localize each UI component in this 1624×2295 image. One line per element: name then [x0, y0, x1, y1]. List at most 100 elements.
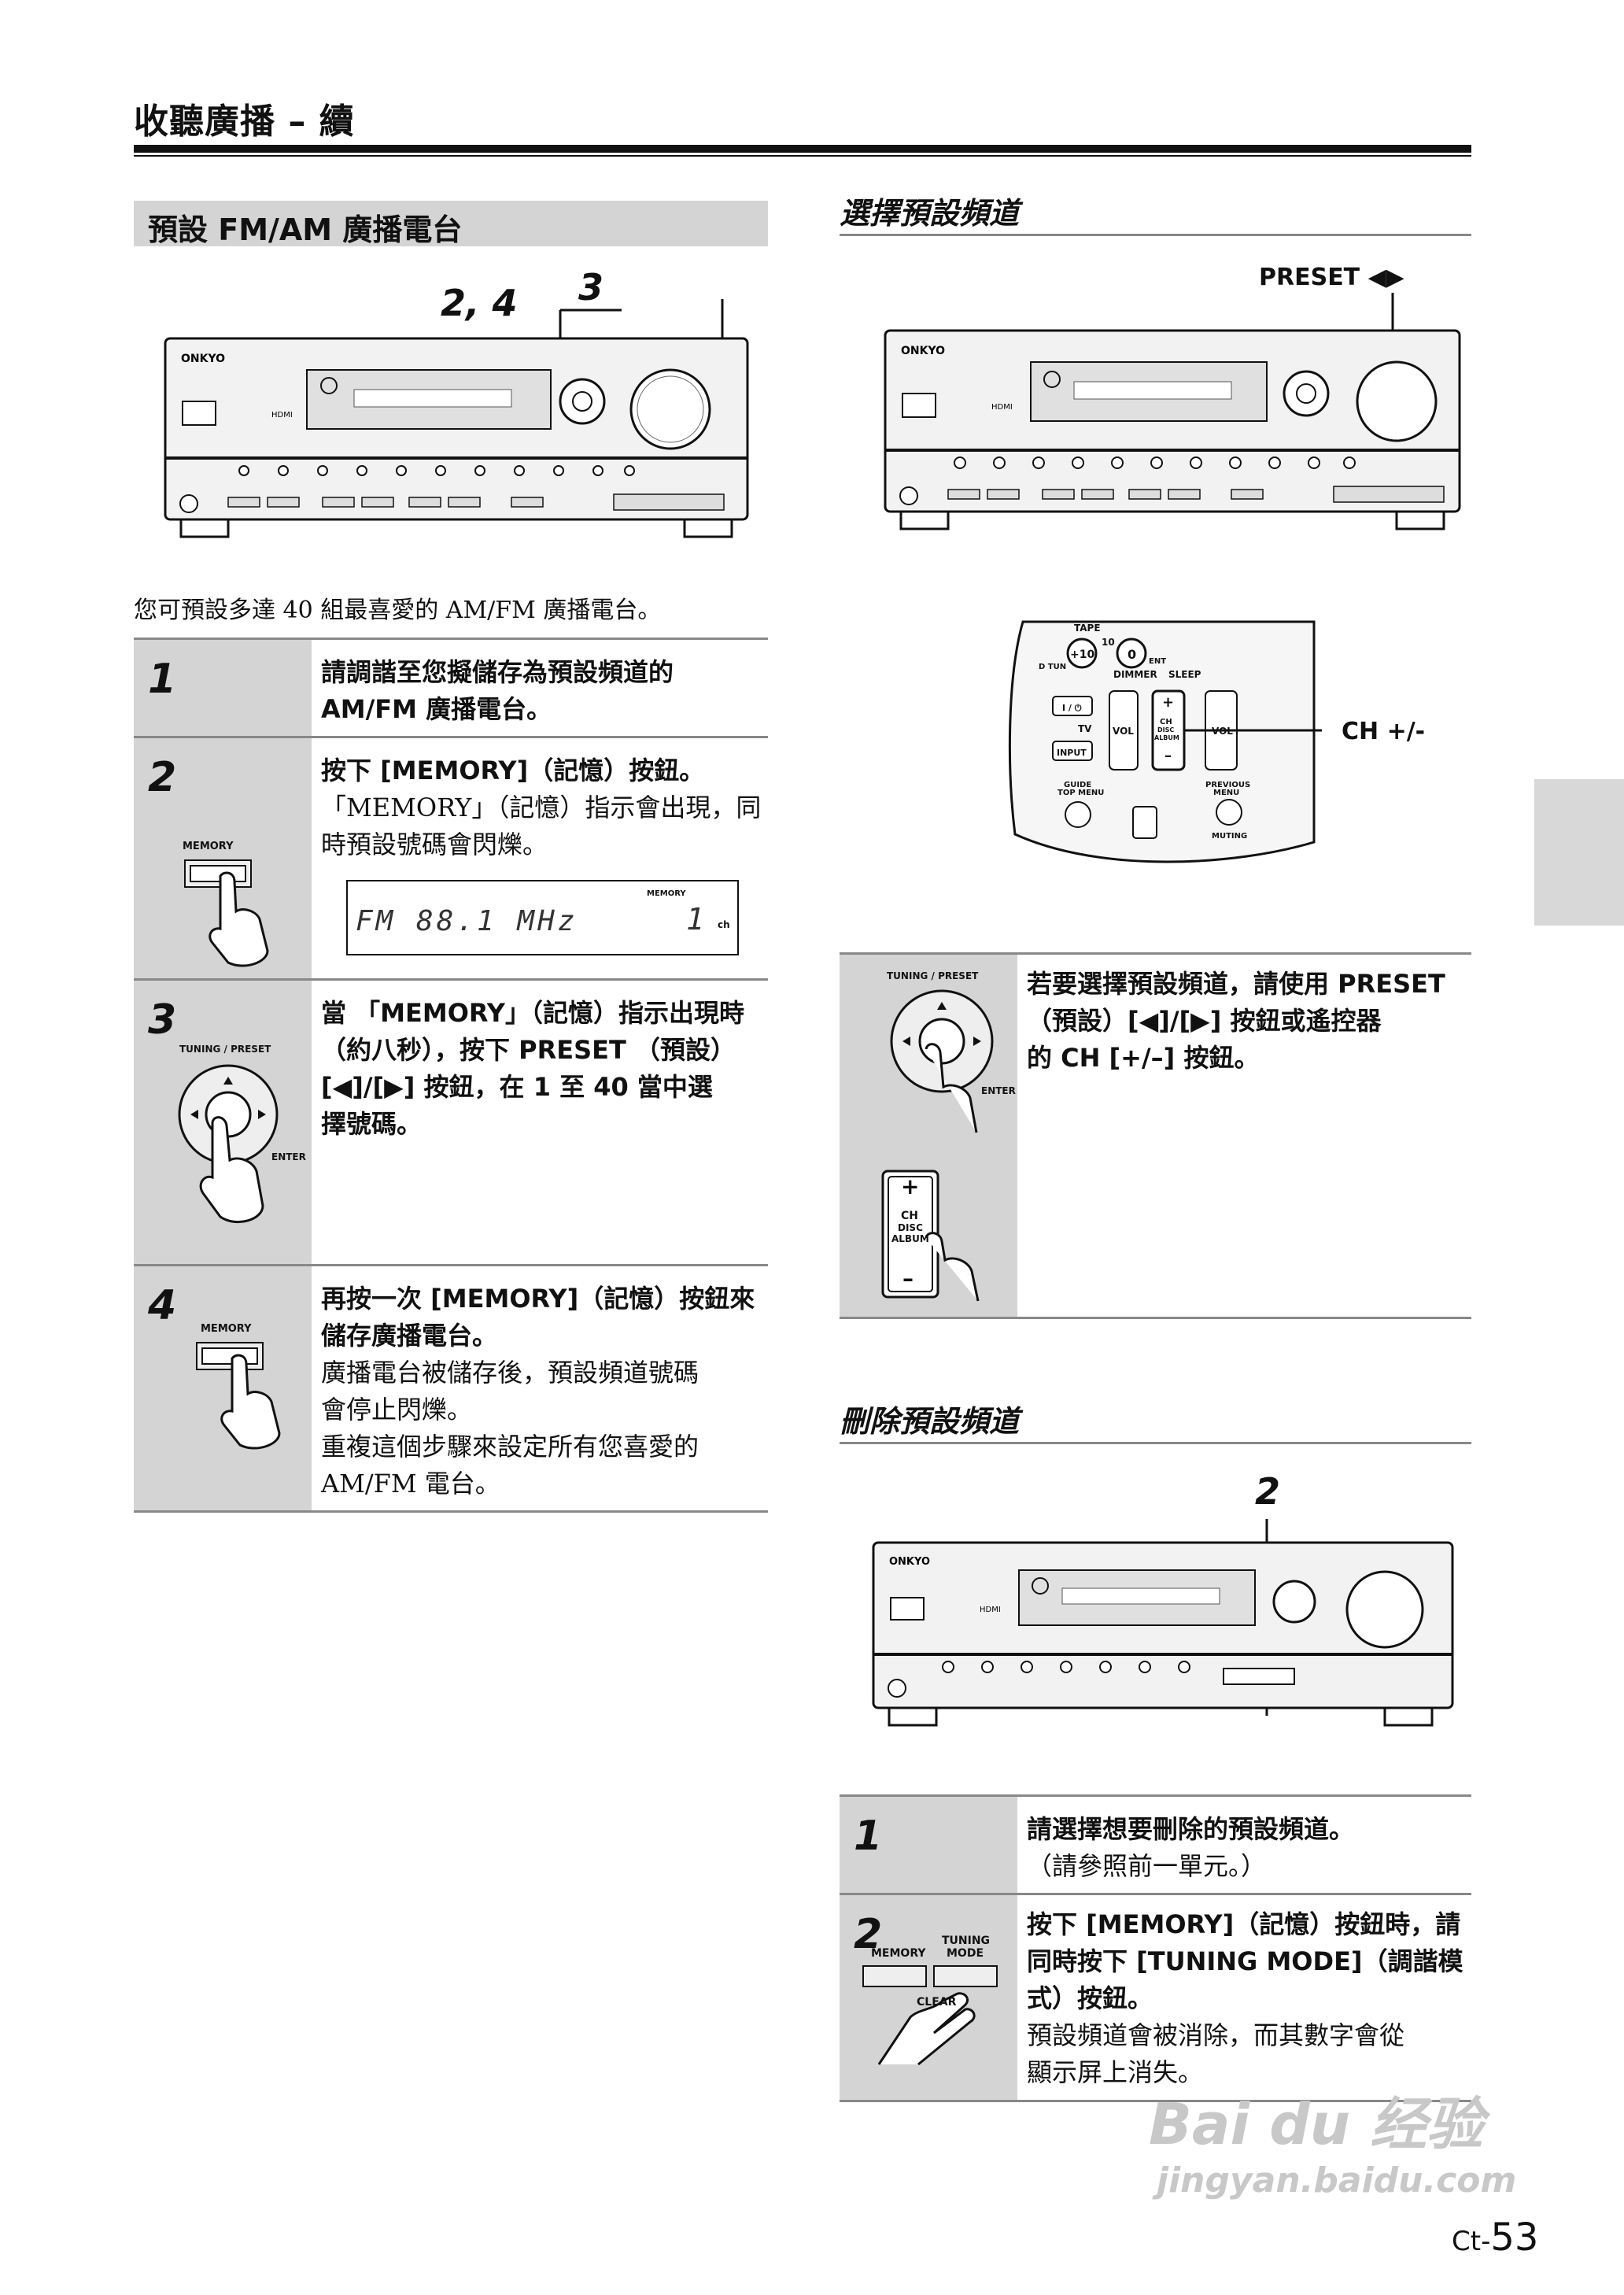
brand-logo: ONKYO — [181, 353, 225, 365]
step-text: 按下 [MEMORY]（記憶）按鈕。 「MEMORY」（記憶）指示會出現，同 時… — [321, 752, 761, 863]
step-line: 請調諧至您擬儲存為預設頻道的 — [321, 657, 674, 687]
step-row: 3 TUNING / PRESET ENTER 當 「MEMORY」（記憶）指示… — [134, 981, 768, 1264]
step-line: 再按一次 [MEMORY]（記憶）按鈕來 — [321, 1284, 755, 1314]
header-rule-thin — [134, 155, 1471, 157]
watermark-url: jingyan.baidu.com — [1157, 2160, 1517, 2201]
step-number: 2 — [148, 754, 177, 801]
ch-label: CH — [901, 1210, 918, 1222]
memory-button-label: MEMORY — [201, 1323, 252, 1335]
step-text: 請選擇想要刪除的預設頻道。 （請參照前一單元。） — [1027, 1811, 1354, 1885]
side-tab — [1534, 779, 1624, 926]
callout-2: 2 — [1255, 1470, 1281, 1513]
step-num-cell — [134, 640, 312, 736]
step-line: 廣播電台被儲存後，預設頻道號碼 — [321, 1358, 699, 1388]
step-line: 同時按下 [TUNING MODE]（調諧模 — [1027, 1946, 1463, 1976]
subheading-rule — [840, 1442, 1471, 1444]
svg-text:MUTING: MUTING — [1212, 832, 1247, 841]
svg-text:TAPE: TAPE — [1074, 623, 1101, 634]
page-num: 53 — [1490, 2216, 1539, 2260]
table-rule — [134, 638, 768, 640]
enter-label: ENTER — [271, 1151, 306, 1162]
step-line: 預設頻道會被消除，而其數字會從 — [1027, 2020, 1405, 2050]
memory-button-press-illustration — [184, 859, 269, 967]
svg-text:–: – — [1164, 748, 1172, 764]
tuning-preset-dial-illustration — [890, 989, 994, 1133]
receiver-front-panel-illustration: ONKYO HDMI — [164, 299, 749, 538]
step-line: 當 「MEMORY」（記憶）指示出現時 — [321, 998, 744, 1028]
step-line: 儲存廣播電台。 — [321, 1321, 498, 1351]
step-line: （預設）[◀]/[▶] 按鈕或遙控器 — [1027, 1006, 1382, 1036]
svg-text:0: 0 — [1128, 647, 1136, 662]
step-line: 若要選擇預設頻道，請使用 PRESET — [1027, 969, 1445, 999]
ch-button-press-illustration — [881, 1170, 980, 1302]
svg-text:CH: CH — [1160, 718, 1172, 726]
page-prefix: Ct- — [1452, 2226, 1491, 2257]
svg-text:HDMI: HDMI — [980, 1606, 1001, 1614]
svg-text:HDMI: HDMI — [271, 411, 293, 419]
svg-text:TOP MENU: TOP MENU — [1057, 789, 1104, 797]
intro-text: 您可預設多達 40 組最喜愛的 AM/FM 廣播電台。 — [134, 597, 662, 624]
step-text: 若要選擇預設頻道，請使用 PRESET （預設）[◀]/[▶] 按鈕或遙控器 的… — [1027, 966, 1445, 1077]
table-rule — [134, 978, 768, 981]
svg-text:PREVIOUS: PREVIOUS — [1205, 781, 1250, 789]
select-preset-heading: 選擇預設頻道 — [840, 196, 1020, 231]
step-num-cell — [134, 1266, 312, 1510]
step-text: 再按一次 [MEMORY]（記憶）按鈕來 儲存廣播電台。 廣播電台被儲存後，預設… — [321, 1281, 755, 1502]
step-row: 1 請選擇想要刪除的預設頻道。 （請參照前一單元。） — [840, 1797, 1471, 1893]
delete-preset-heading: 刪除預設頻道 — [840, 1404, 1020, 1439]
remote-control-illustration: TAPE +10 10 D TUN 0 ENT DIMMER SLEEP I /… — [1008, 620, 1322, 863]
callout-2-4: 2, 4 — [441, 282, 518, 324]
mode-label: MODE — [947, 1947, 984, 1960]
svg-text:ENT: ENT — [1149, 657, 1166, 666]
table-rule — [840, 1794, 1471, 1797]
table-rule — [840, 952, 1471, 955]
preset-callout: PRESET ◀▶ — [1259, 264, 1404, 291]
step-text: 按下 [MEMORY]（記憶）按鈕時，請 同時按下 [TUNING MODE]（… — [1027, 1906, 1463, 2091]
header-rule — [134, 145, 1471, 153]
step-row: 2 MEMORY TUNING MODE CLEAR 按下 [MEMORY]（記… — [840, 1895, 1471, 2100]
step-line: 按下 [MEMORY]（記憶）按鈕。 — [321, 756, 705, 785]
step-line: 顯示屏上消失。 — [1027, 2057, 1204, 2087]
subheading-rule — [840, 234, 1471, 236]
ch-callout: CH +/- — [1342, 718, 1426, 745]
step-line: 請選擇想要刪除的預設頻道。 — [1027, 1814, 1355, 1844]
step-line: （約八秒），按下 PRESET （預設） — [321, 1035, 736, 1065]
watermark-logo: Bai du 经验 — [1149, 2091, 1484, 2157]
memory-label: MEMORY — [871, 1947, 926, 1960]
step-number: 1 — [148, 656, 177, 703]
svg-text:GUIDE: GUIDE — [1064, 781, 1091, 789]
display-readout: FM 88.1 MHz — [356, 905, 578, 937]
step-number: 1 — [854, 1813, 883, 1860]
tuning-preset-dial-illustration — [178, 1064, 279, 1224]
page-number: Ct-53 — [1452, 2216, 1538, 2260]
step-number: 4 — [148, 1282, 177, 1329]
clear-label: CLEAR — [917, 1996, 957, 2009]
tuning-label: TUNING — [942, 1935, 991, 1947]
svg-text:I / ⏻: I / ⏻ — [1062, 703, 1082, 713]
receiver-front-panel-illustration: ONKYO HDMI — [872, 1519, 1454, 1727]
table-rule — [840, 2100, 1471, 2102]
step-number: 2 — [854, 1911, 883, 1958]
step-text: 請調諧至您擬儲存為預設頻道的 AM/FM 廣播電台。 — [321, 654, 674, 728]
svg-text:DISC: DISC — [1157, 726, 1174, 734]
table-rule — [134, 1510, 768, 1513]
step-row: 4 MEMORY 再按一次 [MEMORY]（記憶）按鈕來 儲存廣播電台。 廣播… — [134, 1266, 768, 1510]
step-text: 當 「MEMORY」（記憶）指示出現時 （約八秒），按下 PRESET （預設）… — [321, 995, 744, 1143]
callout-3: 3 — [578, 266, 604, 309]
svg-text:10: 10 — [1102, 637, 1115, 648]
section-bar: 預設 FM/AM 廣播電台 — [134, 201, 768, 247]
enter-label: ENTER — [981, 1085, 1016, 1096]
tuning-preset-label: TUNING / PRESET — [887, 970, 979, 981]
step-line: 重複這個步驟來設定所有您喜愛的 — [321, 1432, 699, 1462]
step-line: 會停止閃爍。 — [321, 1395, 473, 1425]
step-number: 3 — [148, 996, 177, 1044]
step-row: 2 MEMORY 按下 [MEMORY]（記憶）按鈕。 「MEMORY」（記憶）… — [134, 738, 768, 978]
svg-text:+: + — [1162, 694, 1174, 711]
svg-text:ALBUM: ALBUM — [1154, 734, 1179, 741]
display-ch-label: ch — [718, 919, 730, 930]
table-rule — [134, 736, 768, 738]
svg-text:SLEEP: SLEEP — [1168, 669, 1201, 680]
tuning-preset-label: TUNING / PRESET — [179, 1044, 271, 1055]
step-row: TUNING / PRESET ENTER + CH DISC ALBUM – … — [840, 955, 1471, 1317]
step-line: 時預設號碼會閃爍。 — [321, 830, 548, 859]
